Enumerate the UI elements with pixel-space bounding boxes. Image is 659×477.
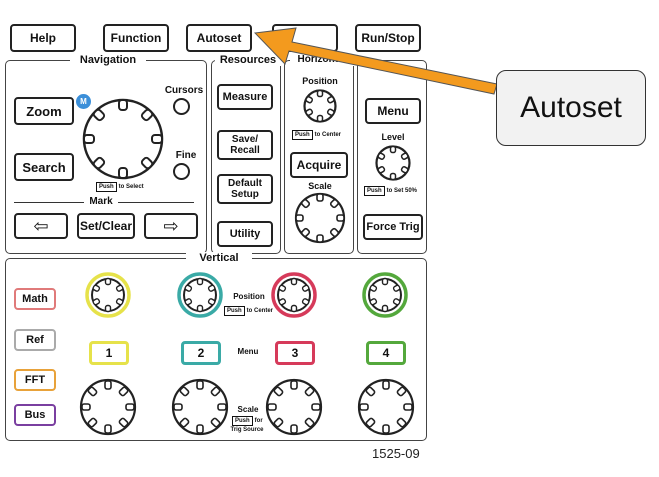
acquire-button[interactable]: Acquire bbox=[290, 152, 348, 178]
push-box: Push bbox=[364, 186, 385, 196]
default-setup-button[interactable]: Default Setup bbox=[217, 174, 273, 204]
m-badge: M bbox=[76, 94, 91, 109]
fine-label: Fine bbox=[175, 150, 197, 161]
push-box: Push bbox=[96, 182, 117, 192]
vertical-scale-label: Scale bbox=[237, 405, 259, 414]
trigger-push-hint: Push to Set 50% bbox=[364, 186, 417, 196]
ch3-scale-knob[interactable] bbox=[265, 378, 323, 436]
push-suffix: to Center bbox=[314, 132, 342, 138]
autoset-callout: Autoset bbox=[496, 70, 646, 146]
ch4-position-knob[interactable] bbox=[362, 272, 408, 318]
measure-button[interactable]: Measure bbox=[217, 84, 273, 110]
set-clear-button[interactable]: Set/Clear bbox=[77, 213, 135, 239]
fft-button[interactable]: FFT bbox=[14, 369, 56, 391]
ch4-scale-knob[interactable] bbox=[357, 378, 415, 436]
horizontal-position-knob[interactable] bbox=[303, 89, 337, 123]
channel-1-button[interactable]: 1 bbox=[89, 341, 129, 365]
search-button[interactable]: Search bbox=[14, 153, 74, 181]
navigation-knob[interactable] bbox=[82, 98, 164, 180]
horizontal-scale-label: Scale bbox=[308, 181, 332, 191]
vertical-menu-label: Menu bbox=[237, 347, 259, 356]
figure-id: 1525-09 bbox=[372, 446, 420, 461]
horizontal-position-label: Position bbox=[302, 76, 338, 86]
horizontal-push-hint: Push to Center bbox=[292, 130, 341, 140]
math-button[interactable]: Math bbox=[14, 288, 56, 310]
channel-4-button[interactable]: 4 bbox=[366, 341, 406, 365]
ch1-scale-knob[interactable] bbox=[79, 378, 137, 436]
trig-source-label: Trig Source bbox=[230, 427, 264, 433]
cursors-button[interactable] bbox=[173, 98, 190, 115]
navigation-title: Navigation bbox=[70, 54, 146, 66]
zoom-button[interactable]: Zoom bbox=[14, 97, 74, 125]
next-mark-button[interactable]: ⇨ bbox=[144, 213, 198, 239]
autoset-button[interactable]: Autoset bbox=[186, 24, 252, 52]
push-suffix: to Center bbox=[246, 308, 274, 314]
push-suffix: for bbox=[254, 418, 263, 424]
previous-mark-button[interactable]: ⇦ bbox=[14, 213, 68, 239]
vertical-scale-push-hint: Push for bbox=[232, 416, 263, 426]
push-box: Push bbox=[224, 306, 245, 316]
run-stop-button[interactable]: Run/Stop bbox=[355, 24, 421, 52]
trigger-level-label: Level bbox=[381, 132, 405, 142]
utility-button[interactable]: Utility bbox=[217, 221, 273, 247]
ch3-position-knob[interactable] bbox=[271, 272, 317, 318]
channel-2-button[interactable]: 2 bbox=[181, 341, 221, 365]
resources-title: Resources bbox=[215, 54, 281, 66]
push-box: Push bbox=[292, 130, 313, 140]
vertical-title: Vertical bbox=[186, 252, 252, 264]
force-trig-button[interactable]: Force Trig bbox=[363, 214, 423, 240]
navigation-push-hint: Push to Select bbox=[96, 182, 144, 192]
help-button[interactable]: Help bbox=[10, 24, 76, 52]
ch2-scale-knob[interactable] bbox=[171, 378, 229, 436]
push-suffix: to Select bbox=[118, 184, 144, 190]
trigger-level-knob[interactable] bbox=[375, 145, 411, 181]
vertical-position-label: Position bbox=[233, 292, 265, 301]
push-suffix: to Set 50% bbox=[386, 188, 418, 194]
function-button[interactable]: Function bbox=[103, 24, 169, 52]
horizontal-scale-knob[interactable] bbox=[294, 192, 346, 244]
channel-3-button[interactable]: 3 bbox=[275, 341, 315, 365]
mark-label: Mark bbox=[84, 196, 118, 207]
trigger-menu-button[interactable]: Menu bbox=[365, 98, 421, 124]
cursors-label: Cursors bbox=[164, 85, 204, 96]
ch1-position-knob[interactable] bbox=[85, 272, 131, 318]
push-box: Push bbox=[232, 416, 253, 426]
ref-button[interactable]: Ref bbox=[14, 329, 56, 351]
ch2-position-knob[interactable] bbox=[177, 272, 223, 318]
vertical-position-push-hint: Push to Center bbox=[224, 306, 273, 316]
fine-button[interactable] bbox=[173, 163, 190, 180]
save-recall-button[interactable]: Save/ Recall bbox=[217, 130, 273, 160]
bus-button[interactable]: Bus bbox=[14, 404, 56, 426]
